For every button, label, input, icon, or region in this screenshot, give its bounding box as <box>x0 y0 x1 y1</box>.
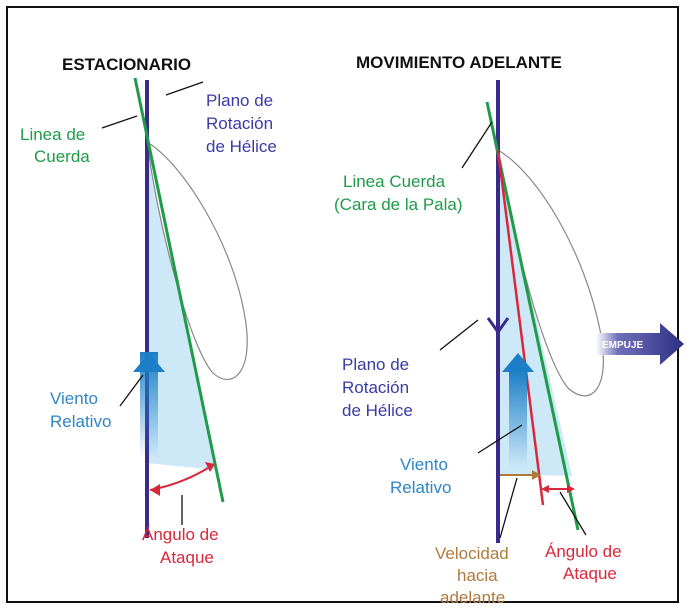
left-propeller-blade <box>146 140 248 381</box>
right-angle-arrowhead-start <box>541 485 549 493</box>
right-plane-arrow <box>486 317 510 335</box>
left-angle-arrowhead-start <box>150 484 160 496</box>
left-chord-label: Linea de Cuerda <box>20 125 90 166</box>
right-relative-wind-arrowhead <box>502 353 534 372</box>
right-angle-label: Ángulo de Ataque <box>545 542 626 583</box>
left-title: ESTACIONARIO <box>62 55 191 74</box>
left-chord-leader <box>101 115 138 129</box>
diagram-frame <box>6 6 679 603</box>
right-angle-arrowhead-end <box>567 485 575 493</box>
left-plane-leader <box>165 81 204 96</box>
right-speed-label: Velocidad hacia adelante <box>435 544 513 607</box>
right-chord-label: Linea Cuerda (Cara de la Pala) <box>334 172 463 214</box>
right-relative-wind-arrow <box>509 370 527 468</box>
right-title: MOVIMIENTO ADELANTE <box>356 53 562 72</box>
right-wind-leader <box>477 424 523 454</box>
thrust-arrow <box>596 323 684 365</box>
left-angle-arrowhead-end <box>205 462 215 472</box>
right-relative-wind-line <box>496 149 545 506</box>
left-chord-line <box>133 77 225 503</box>
right-wind-label: Viento Relativo <box>390 455 453 497</box>
left-diagram: Linea de Cuerda Plano de Rotación de Hél… <box>20 77 278 567</box>
right-angle-leader <box>559 491 587 536</box>
right-forward-speed-arrowhead <box>532 470 541 480</box>
left-wind-leader <box>119 374 144 407</box>
right-speed-leader <box>499 477 518 539</box>
left-relative-wind-arrowhead <box>133 353 165 372</box>
right-plane-leader <box>439 319 479 351</box>
right-plane-label: Plano de Rotación de Hélice <box>342 355 414 420</box>
left-relative-wind-arrow <box>140 352 158 458</box>
thrust-label: EMPUJE <box>602 340 643 351</box>
left-plane-label: Plano de Rotación de Hélice <box>206 91 278 156</box>
left-wind-label: Viento Relativo <box>50 389 111 431</box>
left-angle-label: Ángulo de Ataque <box>142 525 223 567</box>
right-chord-leader <box>461 121 493 169</box>
right-diagram: EMPUJE Linea Cuerda (Cara de la Pala) Pl… <box>334 80 684 607</box>
